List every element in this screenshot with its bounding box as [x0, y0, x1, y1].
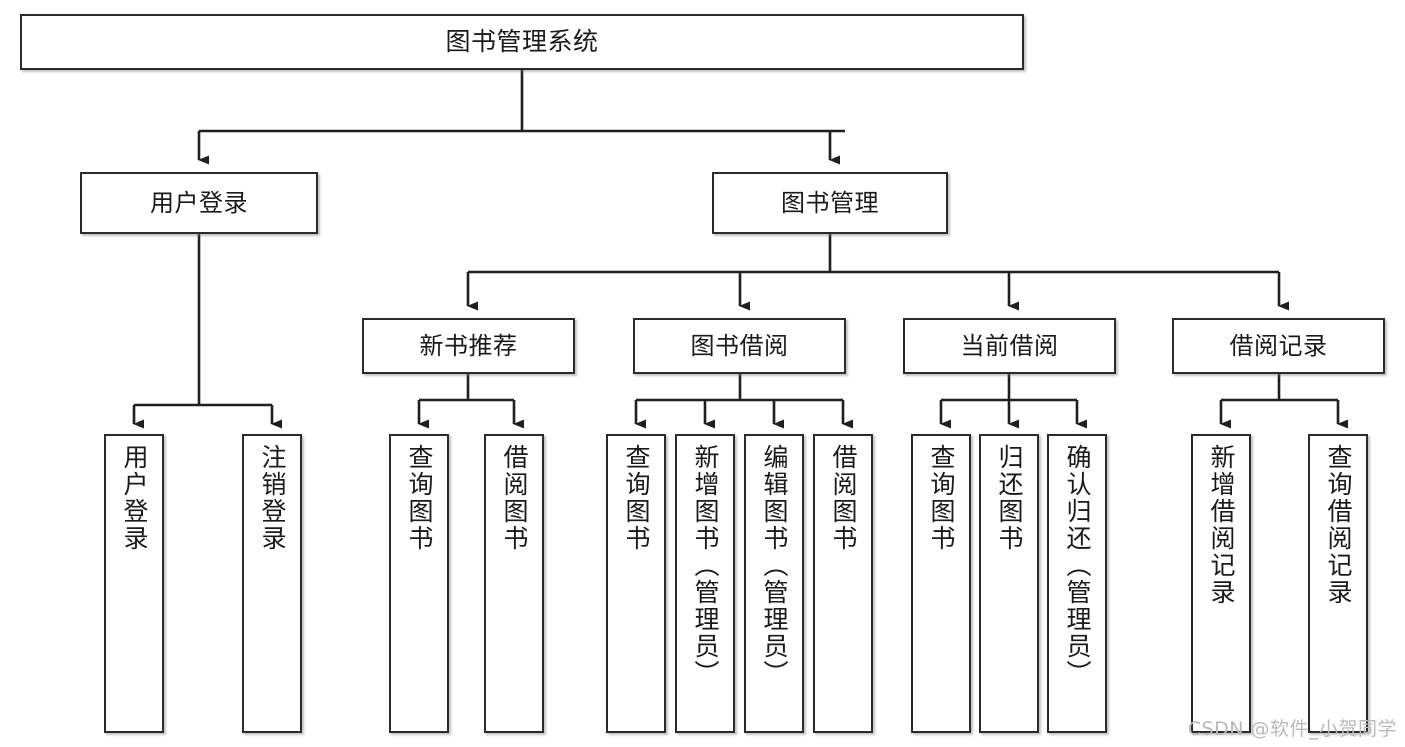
node-leaf-add-book-label: 新增图书（管理员）	[691, 444, 720, 687]
node-leaf-edit-book-label: 编辑图书（管理员）	[760, 444, 789, 687]
node-leaf-add-book[interactable]: 新增图书（管理员）	[675, 434, 735, 733]
watermark-text: CSDN @软件_小贺同学	[1187, 718, 1397, 740]
node-book-manage[interactable]: 图书管理	[712, 172, 948, 234]
node-leaf-borrow-book-1[interactable]: 借阅图书	[484, 434, 544, 733]
node-root-label: 图书管理系统	[445, 27, 599, 56]
node-leaf-query-book-1-label: 查询图书	[405, 444, 434, 552]
node-leaf-query-book-3[interactable]: 查询图书	[911, 434, 971, 733]
node-leaf-query-record[interactable]: 查询借阅记录	[1308, 434, 1368, 733]
node-leaf-query-book-1[interactable]: 查询图书	[389, 434, 449, 733]
node-current-borrow-label: 当前借阅	[960, 331, 1059, 360]
node-leaf-user-login[interactable]: 用户登录	[104, 434, 164, 733]
node-user-login[interactable]: 用户登录	[80, 172, 318, 234]
node-leaf-logout[interactable]: 注销登录	[242, 434, 302, 733]
node-user-login-label: 用户登录	[150, 188, 248, 217]
node-book-borrow[interactable]: 图书借阅	[633, 318, 846, 374]
node-borrow-record-label: 借阅记录	[1229, 331, 1328, 360]
node-new-book-rec[interactable]: 新书推荐	[362, 318, 575, 374]
node-leaf-user-login-label: 用户登录	[120, 444, 149, 552]
node-leaf-add-record[interactable]: 新增借阅记录	[1191, 434, 1251, 733]
node-leaf-confirm-return-label: 确认归还（管理员）	[1063, 444, 1092, 687]
node-leaf-confirm-return[interactable]: 确认归还（管理员）	[1047, 434, 1107, 733]
node-new-book-rec-label: 新书推荐	[419, 331, 518, 360]
node-current-borrow[interactable]: 当前借阅	[903, 318, 1116, 374]
node-leaf-borrow-book-2-label: 借阅图书	[829, 444, 858, 552]
node-leaf-query-book-2-label: 查询图书	[622, 444, 651, 552]
node-leaf-add-record-label: 新增借阅记录	[1207, 444, 1236, 606]
node-leaf-logout-label: 注销登录	[258, 444, 287, 552]
node-leaf-borrow-book-1-label: 借阅图书	[500, 444, 529, 552]
node-book-borrow-label: 图书借阅	[690, 331, 789, 360]
node-leaf-query-record-label: 查询借阅记录	[1324, 444, 1353, 606]
node-leaf-return-book[interactable]: 归还图书	[979, 434, 1039, 733]
node-leaf-query-book-2[interactable]: 查询图书	[606, 434, 666, 733]
node-leaf-return-book-label: 归还图书	[995, 444, 1024, 552]
node-borrow-record[interactable]: 借阅记录	[1172, 318, 1385, 374]
node-leaf-edit-book[interactable]: 编辑图书（管理员）	[744, 434, 804, 733]
node-leaf-query-book-3-label: 查询图书	[927, 444, 956, 552]
node-leaf-borrow-book-2[interactable]: 借阅图书	[813, 434, 873, 733]
node-book-manage-label: 图书管理	[781, 188, 879, 217]
node-root[interactable]: 图书管理系统	[20, 14, 1024, 70]
